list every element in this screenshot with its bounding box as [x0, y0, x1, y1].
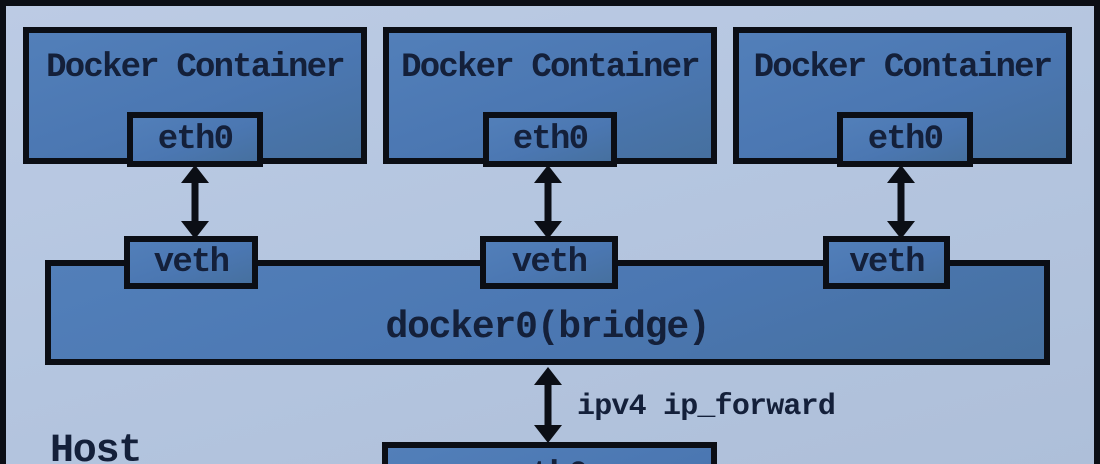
- arrowhead-down-icon: [534, 425, 562, 443]
- eth0-label: eth0: [512, 120, 589, 159]
- docker-container-label: Docker Container: [753, 49, 1053, 87]
- arrow-shaft: [897, 177, 905, 227]
- arrow-shaft: [191, 177, 199, 227]
- arrowhead-down-icon: [181, 221, 209, 239]
- double-arrow-icon: [886, 165, 916, 239]
- arrowhead-up-icon: [534, 367, 562, 385]
- docker-container-label: Docker Container: [46, 49, 345, 87]
- veth-box-3: veth: [823, 236, 950, 289]
- arrowhead-up-icon: [534, 165, 562, 183]
- bridge-label: docker0(bridge): [385, 306, 710, 349]
- veth-label: veth: [849, 243, 925, 282]
- arrow-shaft: [544, 177, 552, 227]
- double-arrow-icon: [533, 367, 563, 443]
- arrowhead-down-icon: [887, 221, 915, 239]
- docker-container-label: Docker Container: [401, 49, 700, 87]
- veth-box-1: veth: [124, 236, 258, 289]
- arrow-shaft: [544, 379, 552, 431]
- ip-forward-label: ipv4 ip_forward: [577, 390, 836, 424]
- eth0-label: eth0: [157, 120, 234, 159]
- arrowhead-down-icon: [534, 221, 562, 239]
- double-arrow-icon: [180, 165, 210, 239]
- eth0-box-2: eth0: [483, 112, 617, 167]
- double-arrow-icon: [533, 165, 563, 239]
- eth0-box-1: eth0: [127, 112, 263, 167]
- arrowhead-up-icon: [181, 165, 209, 183]
- host-eth0-box: eth0: [382, 442, 717, 464]
- eth0-label: eth0: [867, 120, 944, 159]
- veth-box-2: veth: [480, 236, 618, 289]
- docker-container-box-1: Docker Container: [23, 27, 367, 164]
- veth-label: veth: [153, 243, 230, 282]
- host-label: Host: [50, 429, 142, 464]
- arrowhead-up-icon: [887, 165, 915, 183]
- eth0-box-3: eth0: [837, 112, 973, 167]
- veth-label: veth: [511, 243, 588, 282]
- host-eth0-label: eth0: [388, 457, 711, 464]
